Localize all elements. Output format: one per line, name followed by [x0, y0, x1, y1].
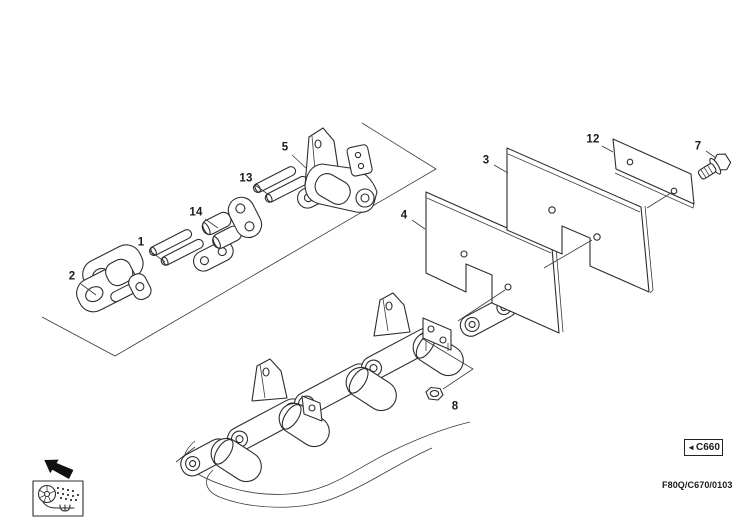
part-12-strip-plate	[612, 138, 695, 209]
chain-mounting-bracket	[422, 317, 452, 351]
part-14-link	[201, 196, 263, 249]
track-undercarriage-icon	[32, 480, 84, 517]
chain-roller	[345, 366, 397, 412]
callout-part-13[interactable]: 13	[239, 172, 253, 185]
part-8-nut	[425, 386, 444, 401]
separator-zigzag-line	[41, 122, 437, 357]
icon-dots	[57, 487, 79, 501]
callout-part-12[interactable]: 12	[586, 133, 600, 146]
chain-tab-bracket	[301, 395, 323, 422]
document-code: F80Q/C670/0103	[662, 480, 733, 490]
part-1-pin-set	[149, 229, 234, 272]
chain-roller	[210, 437, 262, 483]
chain-gusset-bracket	[251, 358, 288, 402]
section-ref-code: C660	[696, 442, 720, 453]
prev-section-arrow-icon	[44, 459, 74, 480]
track-chain-drawing	[175, 292, 517, 508]
part-2-master-link	[76, 244, 152, 313]
callout-part-2[interactable]: 2	[68, 270, 76, 283]
part-5-bracket-link	[304, 127, 378, 213]
part-3-pad-plate	[506, 147, 654, 294]
leader-lines	[80, 145, 717, 390]
callout-part-8[interactable]: 8	[451, 400, 459, 413]
callout-part-4[interactable]: 4	[400, 209, 408, 222]
chain-gusset-bracket	[373, 292, 411, 337]
callout-part-5[interactable]: 5	[281, 141, 289, 154]
callout-part-3[interactable]: 3	[482, 154, 490, 167]
part-7-bolt	[697, 153, 732, 180]
part-4-pad-plate	[425, 191, 564, 334]
left-triangle-icon: ◄	[687, 442, 695, 452]
callout-part-1[interactable]: 1	[137, 236, 145, 249]
callout-part-7[interactable]: 7	[694, 140, 702, 153]
section-ref-chip[interactable]: ◄ C660	[684, 439, 723, 456]
callout-part-14[interactable]: 14	[189, 206, 203, 219]
